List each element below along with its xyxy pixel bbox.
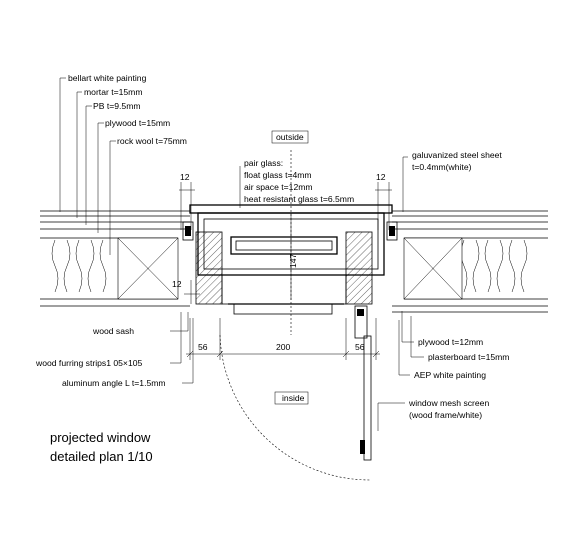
dim-147: 147 [288, 253, 298, 268]
outside-marker-box [271, 130, 309, 144]
rock-wool-insulation [51, 239, 528, 293]
inner-rail [221, 274, 368, 339]
furring-strip-right [403, 237, 463, 300]
dimension-text: 12 12 12 147 56 200 56 [172, 172, 386, 352]
wood-sash-sections [195, 231, 373, 305]
dim-56-right: 56 [355, 342, 365, 352]
inside-marker-box [274, 391, 309, 405]
label-outside: outside [276, 132, 304, 142]
dim-12-side: 12 [172, 279, 182, 289]
dimension-lines [179, 182, 392, 360]
drawing-subtitle: detailed plan 1/10 [50, 449, 153, 464]
label-float-glass: float glass t=4mm [244, 170, 312, 180]
label-air-space: air space t=12mm [244, 182, 313, 192]
label-plywood-top: plywood t=15mm [105, 118, 170, 128]
dim-12-right: 12 [376, 172, 386, 182]
label-steel-sheet: galuvanized steel sheet [412, 150, 502, 160]
drawing-title: projected window [50, 430, 151, 445]
label-mortar: mortar t=15mm [84, 87, 143, 97]
label-furring: wood furring strips1 05×105 [35, 358, 143, 368]
label-mesh-screen: window mesh screen [408, 398, 489, 408]
leader-lines-right [239, 156, 424, 431]
label-angle: aluminum angle L t=1.5mm [62, 378, 166, 388]
leader-lines-left [59, 77, 194, 384]
label-aep: AEP white painting [414, 370, 486, 380]
label-inside: inside [282, 393, 305, 403]
label-wood-sash: wood sash [92, 326, 134, 336]
furring-strip-left [117, 237, 179, 300]
label-plasterboard: plasterboard t=15mm [428, 352, 509, 362]
label-pb: PB t=9.5mm [93, 101, 141, 111]
dim-56-left: 56 [198, 342, 208, 352]
annotation-labels: bellart white painting mortar t=15mm PB … [35, 73, 509, 420]
label-pair-glass: pair glass: [244, 158, 283, 168]
label-plywood-right: plywood t=12mm [418, 337, 483, 347]
label-heat-glass: heat resistant glass t=6.5mm [244, 194, 354, 204]
dim-12-left: 12 [180, 172, 190, 182]
dim-200: 200 [276, 342, 291, 352]
label-mesh-frame: (wood frame/white) [409, 410, 482, 420]
label-rock-wool: rock wool t=75mm [117, 136, 187, 146]
label-bellart: bellart white painting [68, 73, 147, 83]
mesh-screen-swing [219, 334, 372, 481]
label-steel-thickness: t=0.4mm(white) [412, 162, 472, 172]
